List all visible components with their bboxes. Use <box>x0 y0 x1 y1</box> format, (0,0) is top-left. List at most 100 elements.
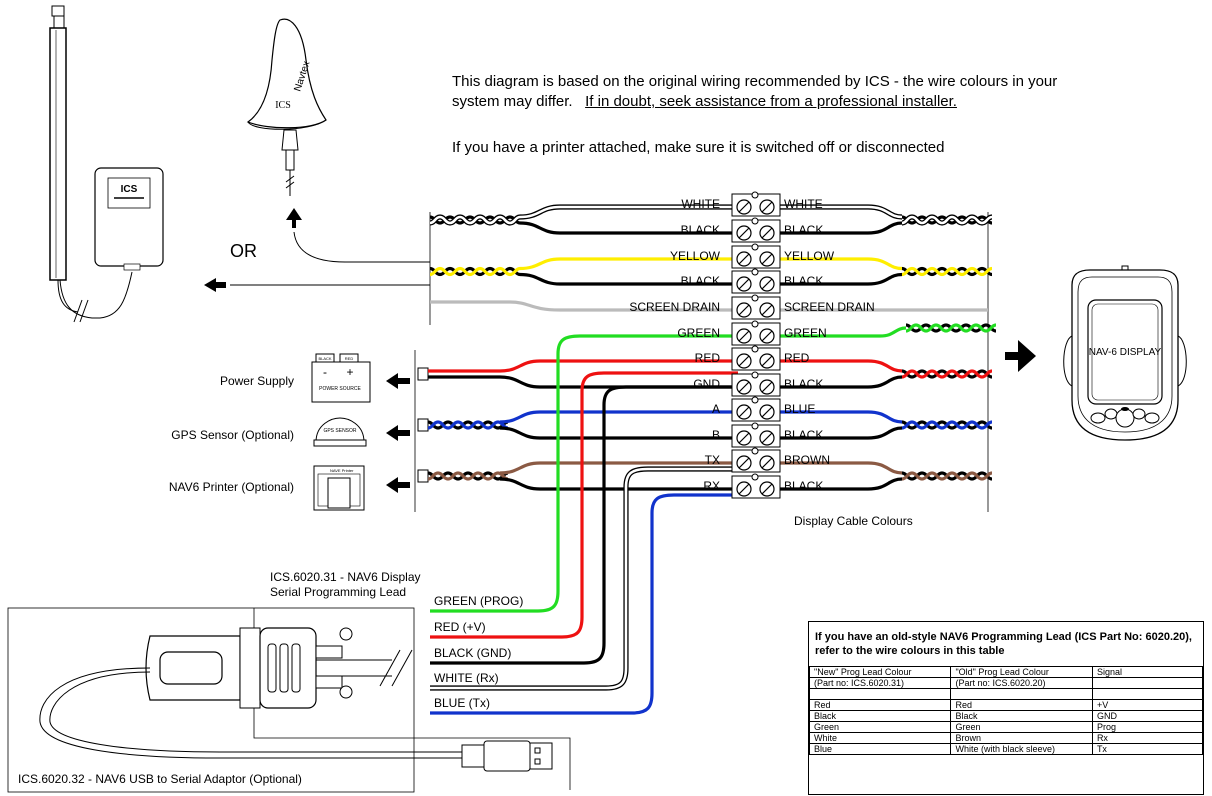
prog-lead-wire-label: BLACK (GND) <box>434 646 512 660</box>
or-label: OR <box>230 241 257 261</box>
power-supply-icon: BLACK RED - + POWER SOURCE <box>311 353 371 403</box>
terminal-left-label: GND <box>693 377 720 391</box>
terminal-right-label: BROWN <box>784 453 830 467</box>
printer-note: If you have a printer attached, make sur… <box>452 139 945 156</box>
terminal-right-label: SCREEN DRAIN <box>784 300 875 314</box>
display-cable-caption: Display Cable Colours <box>794 514 913 528</box>
prog-lead-wire-label: GREEN (PROG) <box>434 594 524 608</box>
terminal-left-label: SCREEN DRAIN <box>629 300 720 314</box>
power-black-label: BLACK <box>318 356 331 361</box>
terminal-left-label: WHITE <box>681 197 720 211</box>
table-cell: (Part no: ICS.6020.20) <box>950 677 1093 689</box>
table-cell <box>1091 688 1204 700</box>
navtex-antenna: Navtex ICS <box>246 18 327 228</box>
terminal-left-label: RED <box>694 351 720 365</box>
terminal-left-label: BLACK <box>680 223 720 237</box>
old-lead-colour-table: If you have an old-style NAV6 Programmin… <box>808 621 1204 795</box>
table-cell: White (with black sleeve) <box>950 743 1093 755</box>
terminal <box>731 422 781 448</box>
up-arrow-icon <box>286 208 302 228</box>
colour-table: "New" Prog Lead Colour"Old" Prog Lead Co… <box>808 666 1204 755</box>
prog-lead-wire-label: WHITE (Rx) <box>434 671 499 685</box>
table-cell <box>950 688 1093 700</box>
table-cell: GND <box>1091 710 1204 722</box>
prog-lead-title-line2: Serial Programming Lead <box>270 585 407 599</box>
table-cell: Brown <box>950 732 1093 744</box>
terminal-right-label: BLACK <box>784 377 824 391</box>
wiring-note-plain: system may differ. <box>452 93 573 110</box>
left-arrow-icon <box>204 278 226 292</box>
usb-adaptor-caption: ICS.6020.32 - NAV6 USB to Serial Adaptor… <box>18 772 302 786</box>
table-cell: "Old" Prog Lead Colour <box>950 666 1093 678</box>
terminal-left-label: BLACK <box>680 274 720 288</box>
table-cell: Green <box>950 721 1093 733</box>
prog-lead-title: ICS.6020.31 - NAV6 Display Serial Progra… <box>270 570 421 600</box>
table-row: "New" Prog Lead Colour"Old" Prog Lead Co… <box>808 666 1204 678</box>
table-cell: Blue <box>808 743 952 755</box>
wiring-note-line1: This diagram is based on the original wi… <box>452 73 1058 90</box>
terminal <box>731 345 781 371</box>
usb-adaptor <box>7 607 571 793</box>
terminal <box>731 320 781 346</box>
wiring-note-warning: If in doubt, seek assistance from a prof… <box>585 93 957 110</box>
prog-lead-wire-label: RED (+V) <box>434 620 486 634</box>
whip-antenna <box>49 5 133 323</box>
terminal <box>731 473 781 499</box>
terminal <box>731 371 781 397</box>
ics-logo: ICS <box>121 184 138 195</box>
display-label: NAV-6 DISPLAY <box>1089 347 1162 358</box>
table-row: (Part no: ICS.6020.31)(Part no: ICS.6020… <box>808 677 1204 689</box>
table-cell: Rx <box>1091 732 1204 744</box>
ics-receiver-box: ICS <box>94 167 164 271</box>
terminal-right-label: YELLOW <box>784 249 835 263</box>
nav6-display: NAV-6 DISPLAY <box>1063 265 1187 441</box>
terminal-right-label: BLACK <box>784 223 824 237</box>
terminal <box>731 191 781 217</box>
left-arrow-icon <box>386 373 410 389</box>
terminal <box>731 268 781 294</box>
minus-terminal: - <box>323 365 327 379</box>
wiring-note: This diagram is based on the original wi… <box>452 72 1057 112</box>
power-red-label: RED <box>345 356 354 361</box>
table-cell: +V <box>1091 699 1204 711</box>
printer-label-small: NAVE Printer <box>330 468 354 473</box>
terminal-left-label: RX <box>703 479 720 493</box>
terminal-left-label: TX <box>704 453 720 467</box>
terminal-right-label: WHITE <box>784 197 823 211</box>
terminal <box>731 217 781 243</box>
power-source-label: POWER SOURCE <box>319 386 361 392</box>
table-cell: Red <box>950 699 1093 711</box>
terminal <box>731 294 781 320</box>
table-cell: Black <box>950 710 1093 722</box>
terminal-right-label: BLACK <box>784 479 824 493</box>
gps-sensor-label-small: GPS SENSOR <box>323 428 356 434</box>
terminal-right-label: BLUE <box>784 402 816 416</box>
ics-antenna-label: ICS <box>275 100 291 111</box>
terminal-left-label: B <box>711 428 720 442</box>
table-cell: Signal <box>1091 666 1204 678</box>
table-cell: Red <box>808 699 952 711</box>
table-heading: If you have an old-style NAV6 Programmin… <box>815 631 1192 657</box>
terminal-right-label: BLACK <box>784 274 824 288</box>
table-cell: Prog <box>1091 721 1204 733</box>
terminal <box>731 447 781 473</box>
terminal-right-label: GREEN <box>784 326 827 340</box>
terminal-left-label: A <box>711 402 720 416</box>
terminal-left-label: YELLOW <box>669 249 720 263</box>
terminal-right-label: BLACK <box>784 428 824 442</box>
table-cell <box>1091 677 1204 689</box>
plus-terminal: + <box>346 365 353 379</box>
gps-sensor-label: GPS Sensor (Optional) <box>171 428 294 442</box>
wiring-note-line2: system may differ. If in doubt, seek ass… <box>452 92 1057 112</box>
left-arrow-icon <box>386 425 410 441</box>
table-cell: Tx <box>1091 743 1204 755</box>
printer-icon: NAVE Printer <box>313 465 365 511</box>
power-supply-label: Power Supply <box>219 374 294 388</box>
table-cell: White <box>808 732 952 744</box>
